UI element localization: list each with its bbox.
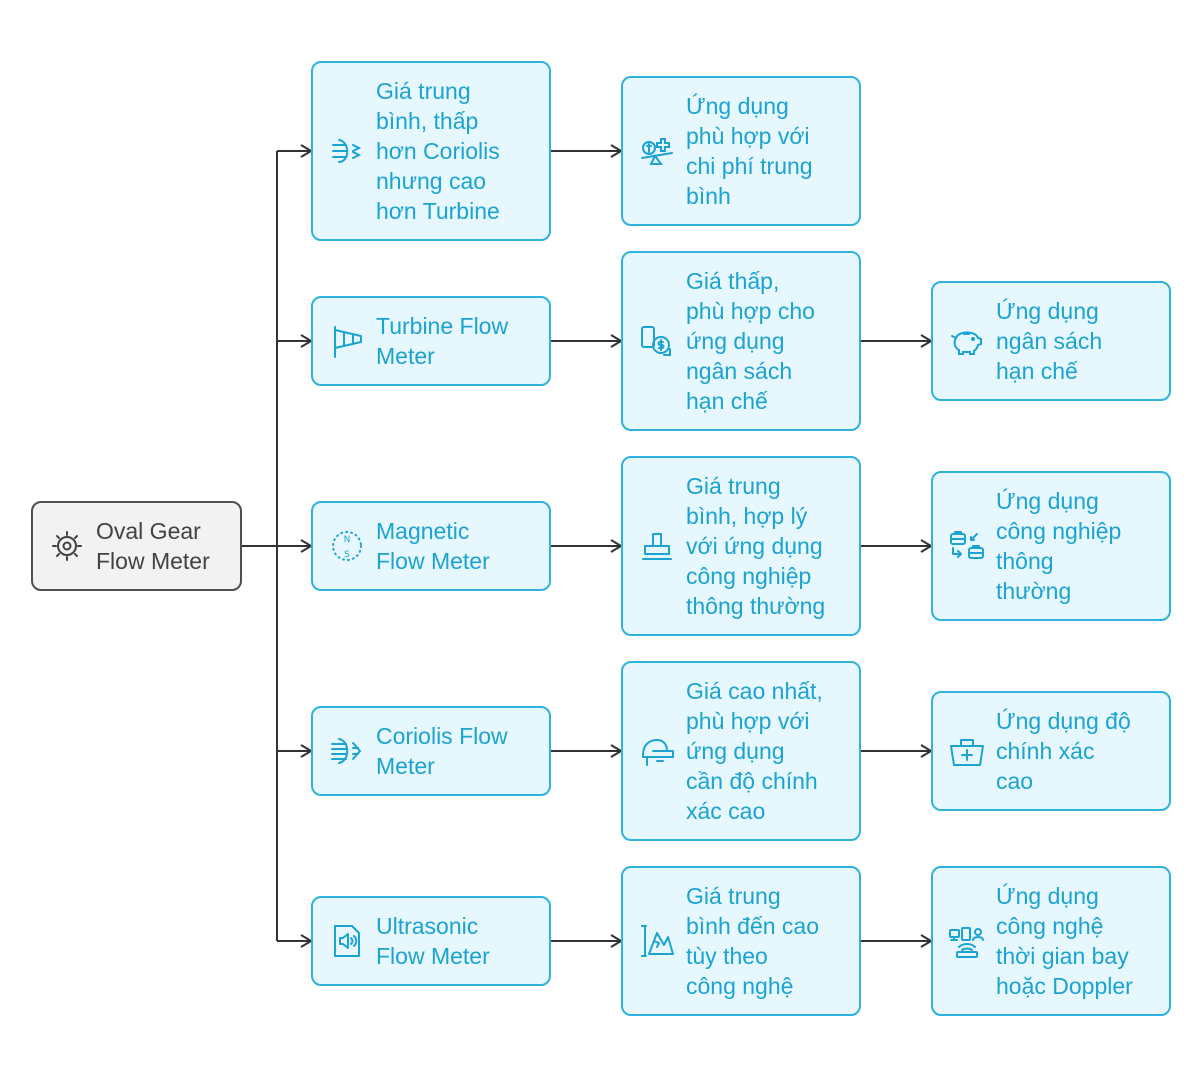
meter-label-5: Ultrasonic Flow Meter: [376, 913, 490, 969]
price-label-3: Giá trung bình, hợp lý với ứng dụng công…: [686, 473, 826, 619]
toolbox-exchange-icon: [947, 526, 987, 566]
airflow-icon: [327, 731, 367, 771]
application-node-3: Ứng dụng công nghiệp thông thường: [931, 471, 1171, 621]
svg-text:S: S: [344, 550, 350, 560]
price-label-1: Ứng dụng phù hợp với chi phí trung bình: [686, 93, 813, 209]
meter-label-4: Coriolis Flow Meter: [376, 723, 508, 779]
application-node-5: Ứng dụng công nghệ thời gian bay hoặc Do…: [931, 866, 1171, 1016]
windsock-icon: [327, 321, 367, 361]
application-node-2: Ứng dụng ngân sách hạn chế: [931, 281, 1171, 401]
piggy-bank-icon: [947, 321, 987, 361]
gear-icon: [47, 526, 87, 566]
price-node-2: Giá thấp, phù hợp cho ứng dụng ngân sách…: [621, 251, 861, 431]
root-label: Oval Gear Flow Meter: [96, 518, 210, 574]
price-label-2: Giá thấp, phù hợp cho ứng dụng ngân sách…: [686, 268, 815, 414]
stamp-icon: [637, 526, 677, 566]
meter-node-2: Turbine Flow Meter: [311, 296, 551, 386]
meter-node-5: Ultrasonic Flow Meter: [311, 896, 551, 986]
price-node-1: Ứng dụng phù hợp với chi phí trung bình: [621, 76, 861, 226]
meter-label-3: Magnetic Flow Meter: [376, 518, 490, 574]
network-devices-icon: [947, 921, 987, 961]
price-node-5: Giá trung bình đến cao tùy theo công ngh…: [621, 866, 861, 1016]
svg-text:N: N: [344, 535, 351, 545]
application-label-4: Ứng dụng độ chính xác cao: [996, 708, 1131, 794]
price-node-4: Giá cao nhất, phù hợp với ứng dụng cần đ…: [621, 661, 861, 841]
price-label-5: Giá trung bình đến cao tùy theo công ngh…: [686, 883, 820, 999]
medical-kit-icon: [947, 731, 987, 771]
phone-money-icon: [637, 321, 677, 361]
meter-node-3: N S Magnetic Flow Meter: [311, 501, 551, 591]
price-label-4: Giá cao nhất, phù hợp với ứng dụng cần đ…: [686, 678, 823, 824]
application-label-2: Ứng dụng ngân sách hạn chế: [996, 298, 1103, 384]
meter-label-2: Turbine Flow Meter: [376, 313, 509, 369]
balance-cost-icon: [637, 131, 677, 171]
application-node-4: Ứng dụng độ chính xác cao: [931, 691, 1171, 811]
precision-cap-icon: [637, 731, 677, 771]
mountain-range-icon: [637, 921, 677, 961]
meter-label-1: Giá trung bình, thấp hơn Coriolis nhưng …: [376, 78, 500, 224]
root-node: Oval Gear Flow Meter: [31, 501, 242, 591]
price-node-3: Giá trung bình, hợp lý với ứng dụng công…: [621, 456, 861, 636]
meter-node-1: Giá trung bình, thấp hơn Coriolis nhưng …: [311, 61, 551, 241]
sound-file-icon: [327, 921, 367, 961]
meter-node-4: Coriolis Flow Meter: [311, 706, 551, 796]
application-label-3: Ứng dụng công nghiệp thông thường: [996, 488, 1122, 604]
compass-icon: N S: [327, 526, 367, 566]
fan-wind-icon: [327, 131, 367, 171]
application-label-5: Ứng dụng công nghệ thời gian bay hoặc Do…: [996, 883, 1133, 999]
